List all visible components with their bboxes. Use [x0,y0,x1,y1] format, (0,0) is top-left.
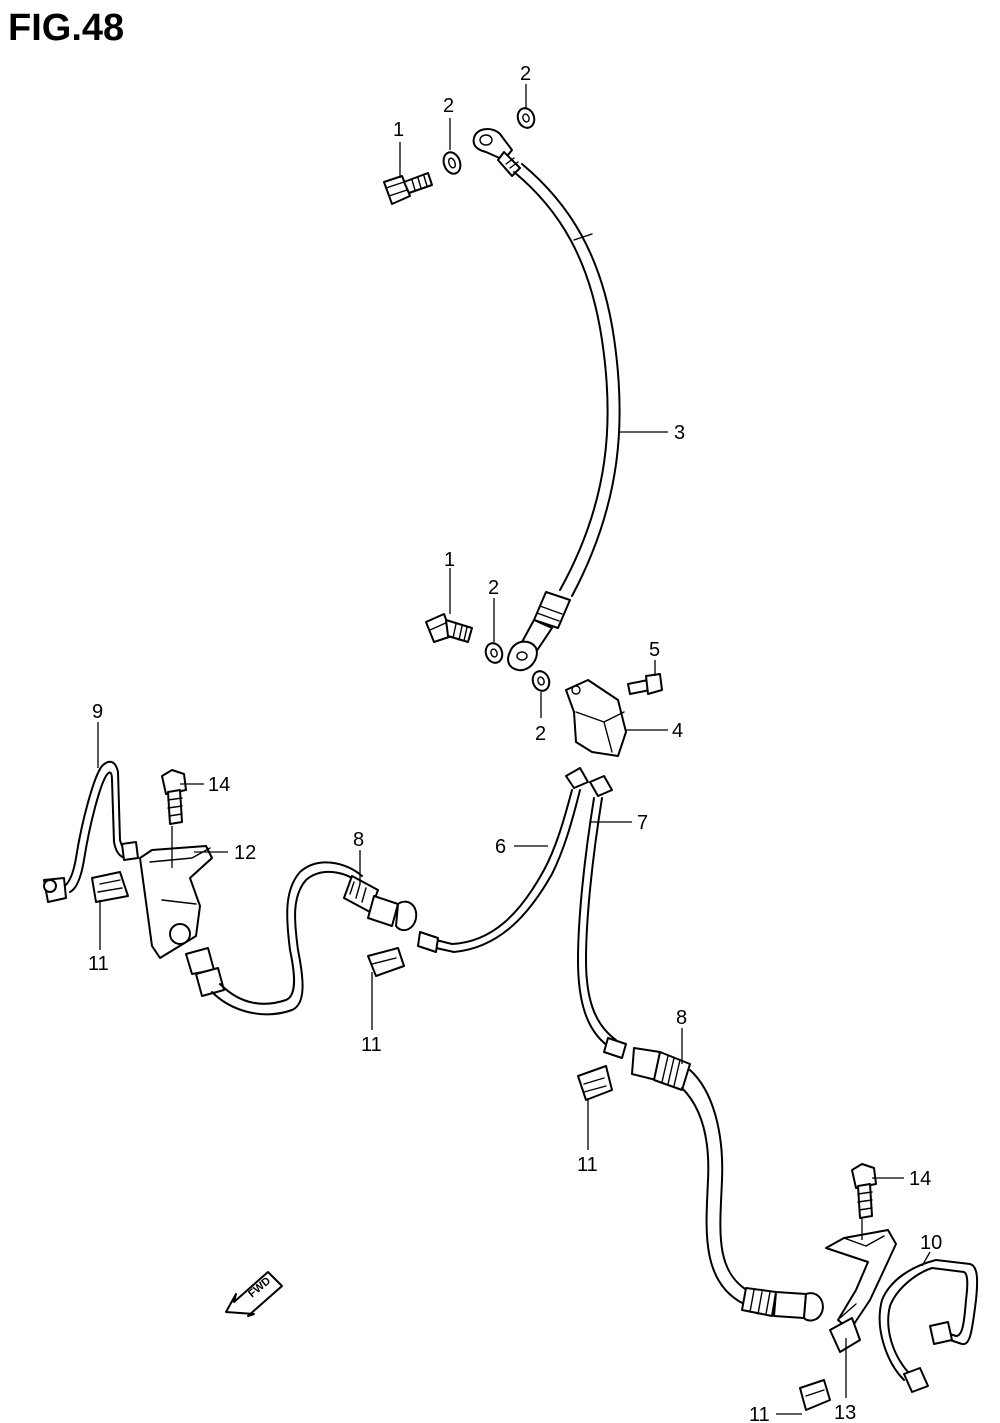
callout-labels: 1 2 2 3 1 2 2 5 4 9 14 12 11 8 6 7 11 8 … [88,63,942,1423]
part-brake-pipe-7 [577,775,627,1059]
callout-14-left: 14 [208,774,230,796]
callout-1-upper: 1 [393,119,404,141]
callout-2-upper-left: 2 [443,95,454,117]
part-bolt-upper [383,172,433,205]
figure-title: FIG.48 [8,7,124,49]
part-washer-lower-right [531,670,551,692]
part-screw [627,673,663,695]
part-joint-block [565,679,627,757]
callout-6: 6 [495,836,506,858]
part-brake-hose-right [631,1047,824,1322]
part-washer-lower-left [484,642,504,664]
leader-lines [97,84,931,1415]
callout-11-right-lower: 11 [749,1404,770,1423]
callout-8-lower: 8 [676,1007,687,1029]
callout-5: 5 [649,639,660,661]
part-bolt-lower [425,613,473,643]
part-brake-hose-left [185,861,418,1016]
callout-4: 4 [672,720,683,742]
callout-11-right-upper: 11 [577,1154,598,1176]
part-bracket-13 [825,1229,897,1353]
callout-11-mid: 11 [361,1034,382,1056]
part-clip-11-right-lower [799,1379,831,1411]
part-bolt-14-left [161,769,187,825]
part-washer-upper-left [442,151,462,175]
part-bracket-12 [139,845,213,959]
part-brake-pipe-6 [417,767,589,953]
part-bolt-14-right [851,1163,877,1219]
callout-14-right: 14 [909,1168,931,1190]
callout-11-left: 11 [88,953,109,975]
part-washer-upper-right [516,107,536,129]
part-brake-pipe-10 [878,1259,979,1393]
callout-9: 9 [92,701,103,723]
part-brake-hose-upper [472,128,621,672]
part-clip-11-right-upper [577,1065,613,1101]
callout-1-lower: 1 [444,549,455,571]
callout-3: 3 [674,422,685,444]
callout-12: 12 [234,842,256,864]
callout-7: 7 [637,812,648,834]
part-brake-pipe-9 [43,760,139,903]
callout-2-lower-left: 2 [488,577,499,599]
fwd-arrow-icon: FWD [225,1271,283,1317]
callout-8-upper: 8 [353,829,364,851]
part-clip-11-left [91,871,129,903]
callout-10: 10 [920,1232,942,1254]
callout-2-upper-right: 2 [520,63,531,85]
callout-2-lower-right: 2 [535,723,546,745]
callout-13: 13 [834,1402,856,1423]
part-clip-11-mid [367,947,405,977]
